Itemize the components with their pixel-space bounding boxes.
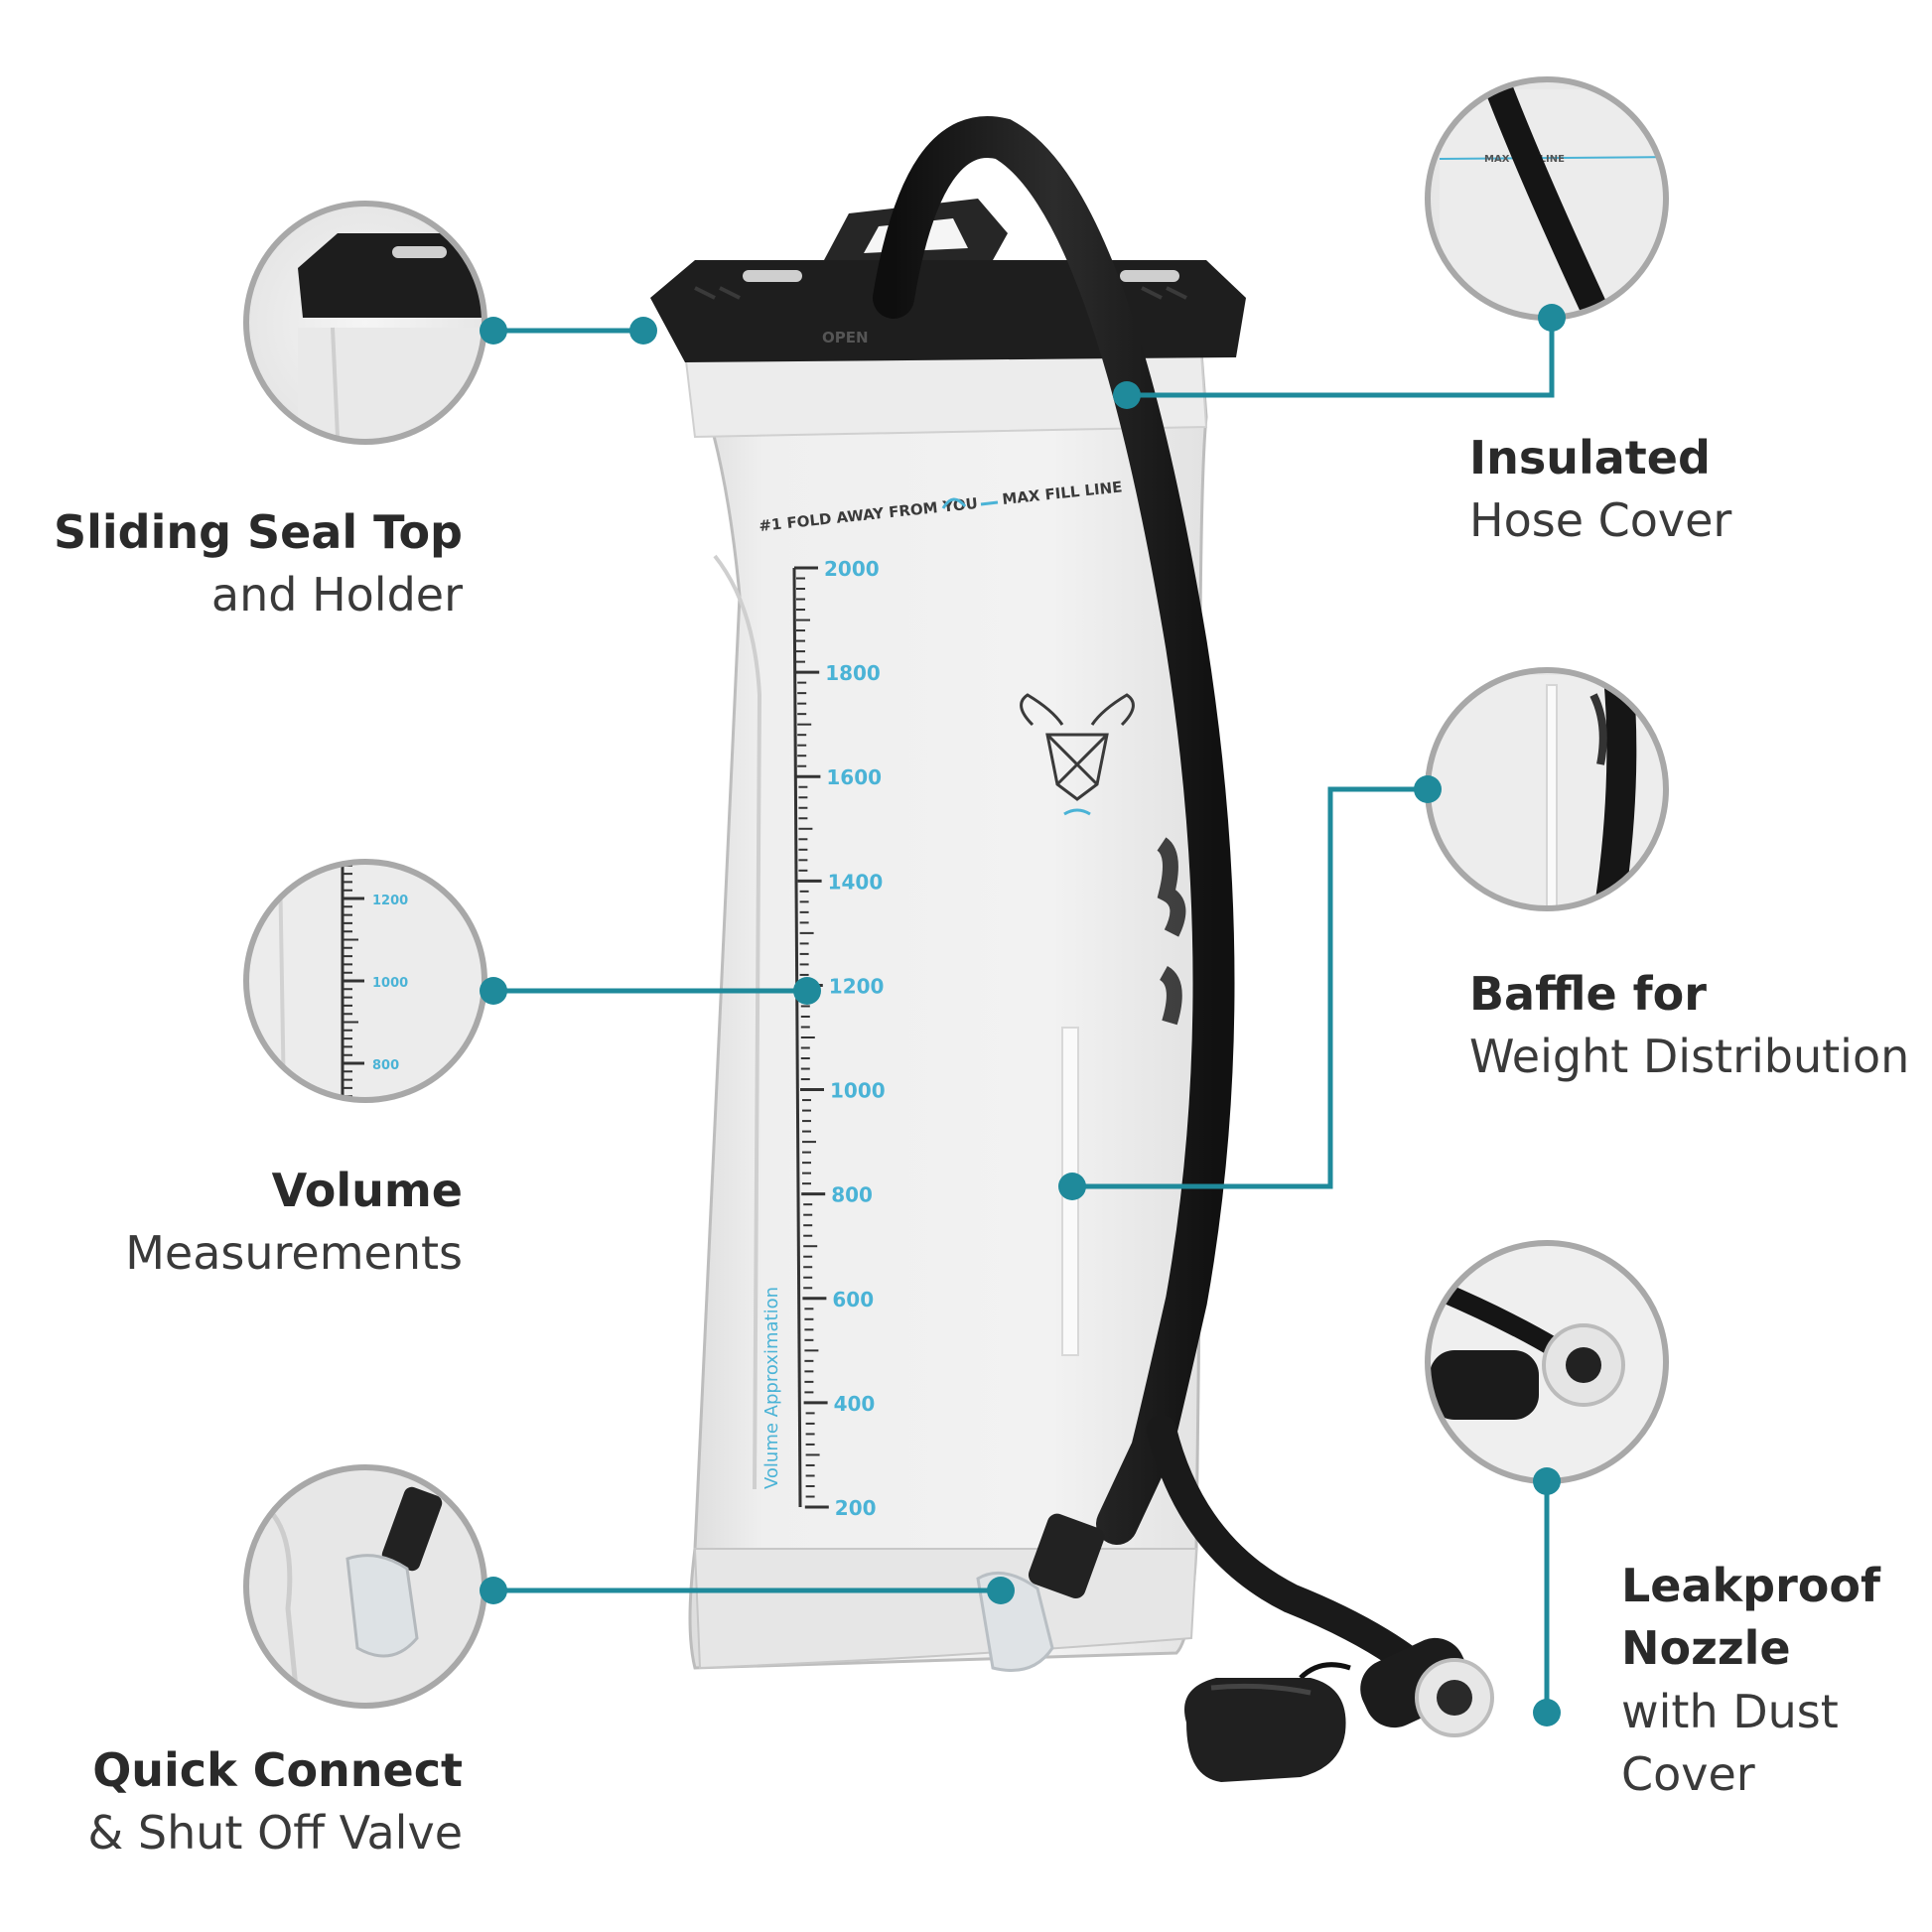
scale-label: 800 — [831, 1183, 873, 1207]
label-insulated-hose-light: Hose Cover — [1469, 493, 1732, 548]
zoom-scale-label: 1200 — [372, 894, 408, 908]
scale-label: 1800 — [825, 661, 881, 685]
bite-valve-icon — [1299, 1637, 1494, 1737]
scale-label: 1400 — [828, 870, 884, 894]
volume-approximation-label: Volume Approximation — [761, 1287, 782, 1489]
label-leakproof-nozzle: Leakproof Nozzle with Dust Cover — [1621, 1555, 1880, 1807]
zoom-circle-hose: MAX FILL LINE — [1425, 76, 1669, 321]
label-nozzle-light-1: with Dust — [1621, 1684, 1839, 1738]
label-insulated-hose: Insulated Hose Cover — [1469, 427, 1731, 553]
callout-dots — [480, 304, 1566, 1726]
buffalo-head-logo-icon — [1020, 693, 1135, 816]
scale-label: 200 — [835, 1496, 877, 1520]
label-nozzle-bold-2: Nozzle — [1621, 1621, 1791, 1676]
scale-label: 1600 — [826, 765, 882, 789]
label-nozzle-bold-1: Leakproof — [1621, 1559, 1880, 1612]
zoom-circle-nozzle — [1425, 1240, 1669, 1484]
zoom-bag-edge — [278, 863, 286, 1100]
label-sliding-seal-bold: Sliding Seal Top — [53, 505, 463, 559]
zoom-scale-label: 1000 — [372, 976, 408, 991]
zoom-scale-label: 800 — [372, 1058, 399, 1073]
scale-axis-line — [792, 567, 802, 1508]
label-volume-light: Measurements — [125, 1226, 463, 1281]
label-baffle-light: Weight Distribution — [1469, 1030, 1910, 1084]
zoom-circle-baffle — [1425, 667, 1669, 911]
label-quick-connect: Quick Connect & Shut Off Valve — [87, 1739, 463, 1865]
insulated-hose — [873, 116, 1454, 1703]
label-sliding-seal: Sliding Seal Top and Holder — [54, 501, 463, 627]
zoom-circle-valve — [243, 1464, 487, 1709]
label-baffle-bold: Baffle for — [1469, 967, 1707, 1021]
label-sliding-seal-light: and Holder — [210, 568, 463, 622]
cap-open-text: OPEN — [822, 329, 869, 346]
sliding-seal-top: OPEN — [650, 199, 1246, 362]
zoom-scale-background — [246, 862, 484, 1100]
scale-label: 400 — [834, 1392, 876, 1416]
scale-label: 1200 — [829, 974, 885, 998]
label-volume-bold: Volume — [271, 1164, 463, 1217]
zoom-circle-volume: 1200 1000 800 — [243, 859, 487, 1103]
label-insulated-hose-bold: Insulated — [1469, 431, 1711, 484]
label-volume: Volume Measurements — [125, 1160, 463, 1286]
scale-label: 1000 — [830, 1079, 886, 1103]
scale-label: 600 — [832, 1288, 874, 1311]
label-quick-connect-bold: Quick Connect — [92, 1743, 463, 1797]
volume-scale: 2000 1800 1600 1400 1200 1000 800 600 400 200 — [792, 557, 886, 1520]
zoom-circle-seal — [243, 201, 487, 445]
label-quick-connect-light: & Shut Off Valve — [87, 1806, 463, 1861]
scale-label: 2000 — [824, 557, 880, 581]
label-nozzle-light-2: Cover — [1621, 1747, 1755, 1802]
dust-cover-icon — [1184, 1678, 1346, 1782]
callout-lines — [493, 318, 1555, 1713]
label-baffle: Baffle for Weight Distribution — [1469, 963, 1909, 1089]
